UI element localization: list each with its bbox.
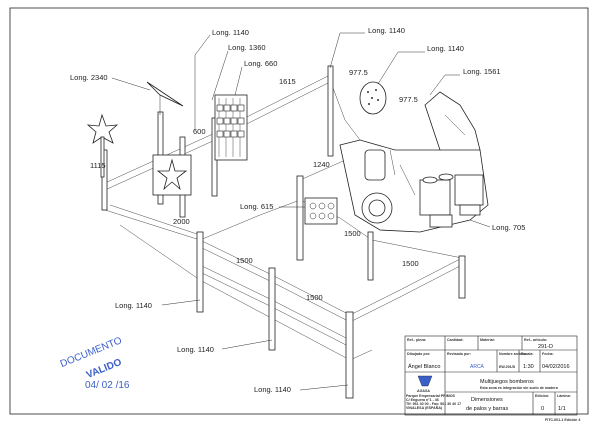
tb-file-label: Nombre archivo:: [499, 352, 528, 356]
playground-structure: [86, 65, 489, 399]
dim-2000: 2000: [173, 217, 190, 226]
tb-company-line4: VINALESA (ESPAÑA): [406, 405, 443, 410]
dim-977-b: 977.5: [399, 95, 418, 104]
tb-company-line2: C/ Enguera n°1 - 46: [406, 398, 439, 402]
tb-reviewed-label: Revisado por:: [447, 352, 471, 356]
dimension-leaders: [111, 32, 491, 391]
tb-ref-label: Ref.- pieza:: [407, 338, 426, 342]
dim-977-a: 977.5: [349, 68, 368, 77]
tb-edition-value: 0: [541, 406, 544, 412]
dim-long-1140-wheel: Long. 1140: [427, 44, 464, 53]
tb-edition-label: Edición:: [535, 394, 549, 398]
tb-article-value: 291-D: [538, 344, 553, 350]
tb-footer: FITC-001-1 Edición 4: [545, 418, 580, 422]
dim-1240: 1240: [313, 160, 330, 169]
tb-drawn-label: Dibujado por:: [407, 352, 430, 356]
dim-long-705: Long. 705: [492, 223, 525, 232]
tb-scale-label: Escala:: [521, 352, 534, 356]
tb-scale-value: 1:30: [523, 364, 534, 370]
drawing-frame: [9, 7, 589, 415]
tb-date-value: 04/02/2016: [542, 364, 570, 370]
tb-sheet-value: 1/1: [558, 406, 566, 412]
dim-long-2340: Long. 2340: [70, 73, 108, 82]
dim-long-1140-b3: Long. 1140: [254, 385, 291, 394]
dim-600: 600: [193, 127, 206, 136]
dim-1500-b: 1500: [236, 256, 253, 265]
company-logo: [417, 375, 433, 387]
dim-long-615: Long. 615: [240, 202, 273, 211]
tb-material-label: Material:: [480, 338, 495, 342]
tb-company-line3: Tlf: 961 30 00 - Fax: 961 30 40 17: [406, 402, 461, 406]
dim-1500-a: 1500: [344, 229, 361, 238]
tb-reviewer-mark: ARCA: [470, 364, 485, 370]
dim-1500-c: 1500: [402, 259, 419, 268]
tb-article-label: Ref.- artículo:: [524, 338, 547, 342]
dim-long-660: Long. 660: [244, 59, 277, 68]
tb-file-value: EW.291/D: [499, 365, 516, 369]
tb-product-title: Multijuegos bomberos: [480, 379, 534, 385]
tb-drawn-value: Ángel Blanco: [408, 363, 440, 370]
tb-drawing-title-1: Dimensiones: [471, 397, 503, 403]
dim-long-1561: Long. 1561: [463, 67, 501, 76]
stamp-date: 04/ 02 /16: [85, 380, 130, 391]
tb-qty-label: Cantidad:: [447, 338, 464, 342]
dim-1500-d: 1500: [306, 293, 323, 302]
dim-long-1140-b1: Long. 1140: [115, 301, 152, 310]
dim-long-1360: Long. 1360: [228, 43, 266, 52]
tb-company: AGASA: [417, 389, 430, 393]
dim-1615: 1615: [279, 77, 296, 86]
title-block: Ref.- pieza: Cantidad: Material: Ref.- a…: [404, 335, 580, 422]
tb-product-subtitle: Esta zona es integración sin suelo de ma…: [480, 386, 559, 390]
tb-drawing-title-2: de palos y barras: [466, 406, 508, 412]
tb-date-label: Fecha:: [542, 352, 554, 356]
tb-sheet-label: Lámina:: [557, 394, 571, 398]
dim-1115: 1115: [90, 161, 106, 170]
stamp-line2: VALIDO: [85, 357, 124, 381]
dim-long-1140-cab: Long. 1140: [368, 26, 405, 35]
tb-company-line1: Parque Empresarial PRIMOS: [406, 394, 456, 398]
dim-long-1140-top: Long. 1140: [212, 28, 249, 37]
dimension-labels: Long. 2340 Long. 1140 Long. 1360 Long. 6…: [70, 26, 525, 394]
dim-long-1140-b2: Long. 1140: [177, 345, 214, 354]
